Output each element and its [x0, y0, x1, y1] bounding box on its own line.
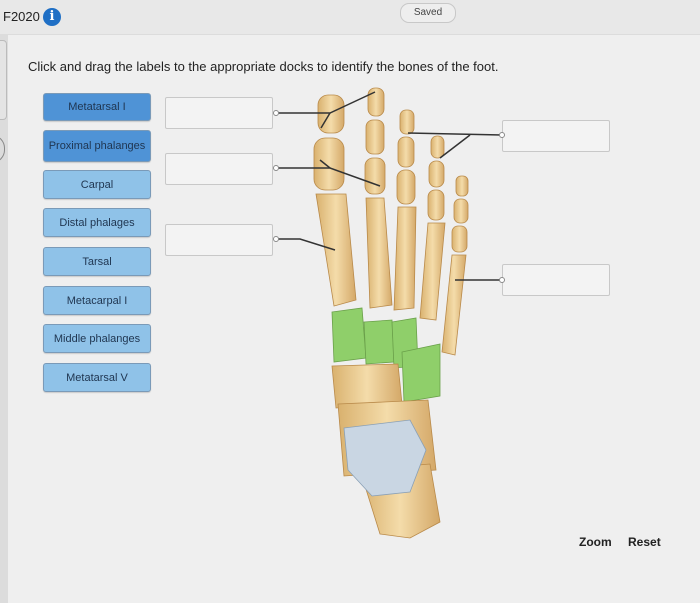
- label-metatarsal-v[interactable]: Metatarsal V: [43, 363, 151, 392]
- label-distal-phalages[interactable]: Distal phalages: [43, 208, 151, 237]
- drop-dock-2[interactable]: [165, 153, 273, 185]
- label-proximal-phalanges[interactable]: Proximal phalanges: [43, 130, 151, 162]
- label-middle-phalanges[interactable]: Middle phalanges: [43, 324, 151, 353]
- prev-nav-icon[interactable]: [0, 135, 5, 163]
- instructions: Click and drag the labels to the appropr…: [28, 59, 499, 74]
- top-bar: F2020 i Saved: [0, 0, 700, 34]
- label-metatarsal-i[interactable]: Metatarsal I: [43, 93, 151, 121]
- zoom-button[interactable]: Zoom: [579, 535, 612, 549]
- drop-dock-1[interactable]: [165, 97, 273, 129]
- label-metacarpal-i[interactable]: Metacarpal I: [43, 286, 151, 315]
- drop-dock-3[interactable]: [165, 224, 273, 256]
- label-tarsal[interactable]: Tarsal: [43, 247, 151, 276]
- course-title: F2020: [3, 9, 40, 24]
- info-icon[interactable]: i: [43, 8, 61, 26]
- label-carpal[interactable]: Carpal: [43, 170, 151, 199]
- drop-dock-4[interactable]: [502, 120, 610, 152]
- drop-dock-5[interactable]: [502, 264, 610, 296]
- reset-button[interactable]: Reset: [628, 535, 661, 549]
- left-edge-tab: [0, 40, 7, 120]
- saved-status-badge: Saved: [400, 3, 456, 23]
